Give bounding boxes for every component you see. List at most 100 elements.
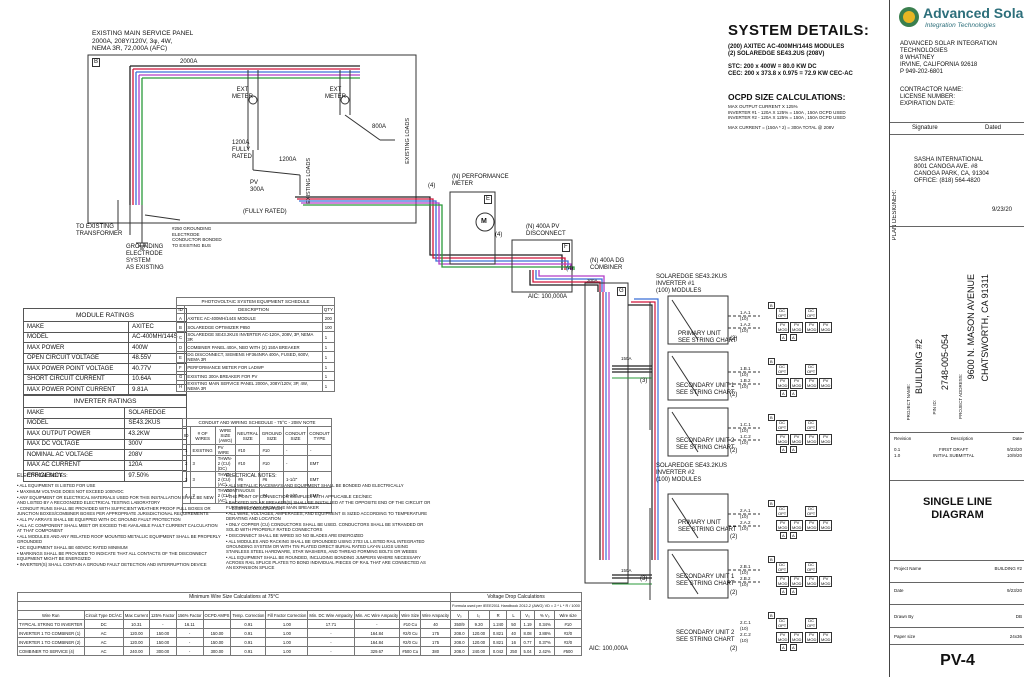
ground-text: TO EXISTING BUS: [172, 242, 211, 248]
wire-table-row-cell: 5.04: [519, 646, 536, 656]
revision-table: Revision Description Date 0.1 FIRST DRAF…: [894, 436, 1022, 459]
inverter-rating-row-cell: MAX OUTPUT POWER: [22, 428, 126, 440]
optimizer-box-text: OPT: [778, 312, 787, 318]
optimizer-box-text: OPT: [778, 424, 787, 430]
wire-table-row-cell: 0.91: [230, 619, 267, 629]
disconnect-tag: F: [562, 243, 570, 252]
vd-formula: Formula used per IEEE2011 Handbook 2012-…: [449, 601, 583, 611]
unit-text: SEE STRING CHART: [678, 527, 737, 533]
inverter-title-line: (100) MODULES: [656, 477, 702, 483]
module-box-text: MOD: [821, 580, 831, 586]
wire-table-row-cell: 1.00: [265, 628, 309, 638]
combiner-text: COMBINER: [590, 265, 623, 271]
wire-table-row-cell: 50: [506, 619, 521, 629]
system-title: SYSTEM DETAILS:: [728, 22, 870, 39]
ext-meter-text: EXT: [236, 87, 249, 93]
schedule-row-cell: E: [175, 351, 186, 363]
schedule-row-cell: 1: [321, 362, 336, 372]
string-wire-tag: (2): [730, 646, 738, 652]
string-label: 2.C.1 (10): [740, 620, 751, 631]
wire-table-row-cell: 1.00: [265, 637, 309, 647]
field-label: Drawn By: [894, 614, 914, 619]
wire-table-row-cell: AC: [83, 637, 124, 647]
wire-table-row-cell: 380: [420, 646, 451, 656]
system-line: (200) AXITEC AC-400MH/144S MODULES: [728, 44, 845, 50]
sheet-number: PV-4: [940, 652, 975, 669]
schedule-row-cell: G: [175, 371, 186, 381]
wire-table-row-cell: AC: [83, 628, 124, 638]
wire-table-header: R: [488, 610, 508, 620]
schedule-row-cell: 1: [321, 331, 336, 343]
schedule-row-cell: C: [175, 331, 186, 343]
conduit-header: NEUTRAL SIZE: [235, 426, 261, 445]
string-label: 1.C.2 (10): [740, 434, 751, 445]
string-label: 1.B.1 (10): [740, 366, 751, 377]
conduit-footer: EXISTING DESIGNATION: [182, 503, 332, 513]
optimizer-tag-b: B: [768, 358, 775, 365]
unit-text: SEE STRING CHART: [676, 581, 735, 587]
rev-cell: 9/23/20: [1006, 446, 1022, 452]
module-tag-a: A: [790, 390, 797, 397]
breaker-text: FULLY: [232, 147, 251, 153]
perf-meter-text: (N) PERFORMANCE: [452, 174, 509, 180]
wire-table-row-cell: 300.00: [148, 646, 177, 656]
optimizer-box-text: DC: [779, 308, 785, 313]
bus-rating-label: 2000A: [180, 59, 198, 65]
wire-table-header: Min. DC Wire Ampacity: [307, 610, 355, 620]
wire-table-row-cell: 150.00: [148, 628, 177, 638]
schedule-row-cell: 1: [321, 342, 336, 352]
field-date: Date 9/23/20: [894, 588, 1022, 594]
schedule-row-cell: 100: [321, 322, 336, 332]
address-line-2: CHATSWORTH, CA 91311: [980, 274, 990, 382]
field-value: 9/23/20: [1006, 588, 1022, 593]
module-box-text: PV: [809, 322, 815, 327]
optimizer-box-text: DC: [779, 618, 785, 623]
wire-table-row-cell: 329.67: [353, 646, 401, 656]
optimizer-box-text: DC: [808, 618, 814, 623]
schedule-row-cell: SOLAREDGE OPTIMIZER P850: [184, 322, 323, 332]
module-rating-row-cell: MAX POWER: [22, 342, 130, 354]
inverter-boxes: [667, 295, 729, 599]
inverter-1-title: SOLAREDGE SE43.2KUS INVERTER #1 (100) MO…: [656, 274, 727, 295]
schedule-row-cell: DG DISCONNECT, SIEMENS HF364NRA 400A, FU…: [184, 351, 323, 363]
module-box-text: PV: [794, 378, 800, 383]
module-box-text: PV: [823, 576, 829, 581]
combiner-tag: G: [617, 287, 626, 296]
inverter-title-line: INVERTER #2: [656, 470, 695, 476]
single-line-wiring: [87, 54, 760, 600]
breaker-text: 1200A: [232, 140, 250, 146]
string-label: 1.A.2 (10): [740, 322, 751, 333]
module-tag-a: A: [780, 644, 787, 651]
rev-header: Date: [1012, 436, 1022, 441]
wire-table-row-cell: -: [307, 637, 355, 647]
note-item: • ALL WIRE, VOLTAGES, AMPERAGES, AND EQU…: [226, 511, 428, 521]
main-service-panel-box: [87, 54, 417, 224]
module-box-text: PV: [823, 520, 829, 525]
module-box-text: MOD: [807, 636, 817, 642]
pv-breaker-text: PV: [250, 180, 259, 186]
wire-table-row-cell: 0.821: [488, 637, 508, 647]
wire-size-table: Minimum Wire Size Calculations at 75°C V…: [17, 592, 583, 656]
wire-table-row-cell: 1.19: [519, 619, 536, 629]
optimizer-box-text: DC: [808, 562, 814, 567]
pin-value: 2748-005-054: [940, 334, 950, 391]
conduit-row-cell: 3: [189, 455, 216, 472]
string-label: 1.A.1 (10): [740, 310, 751, 321]
max-current-line: MAX CURRENT = (150A * 2) = 300A TOTAL @ …: [728, 124, 835, 130]
